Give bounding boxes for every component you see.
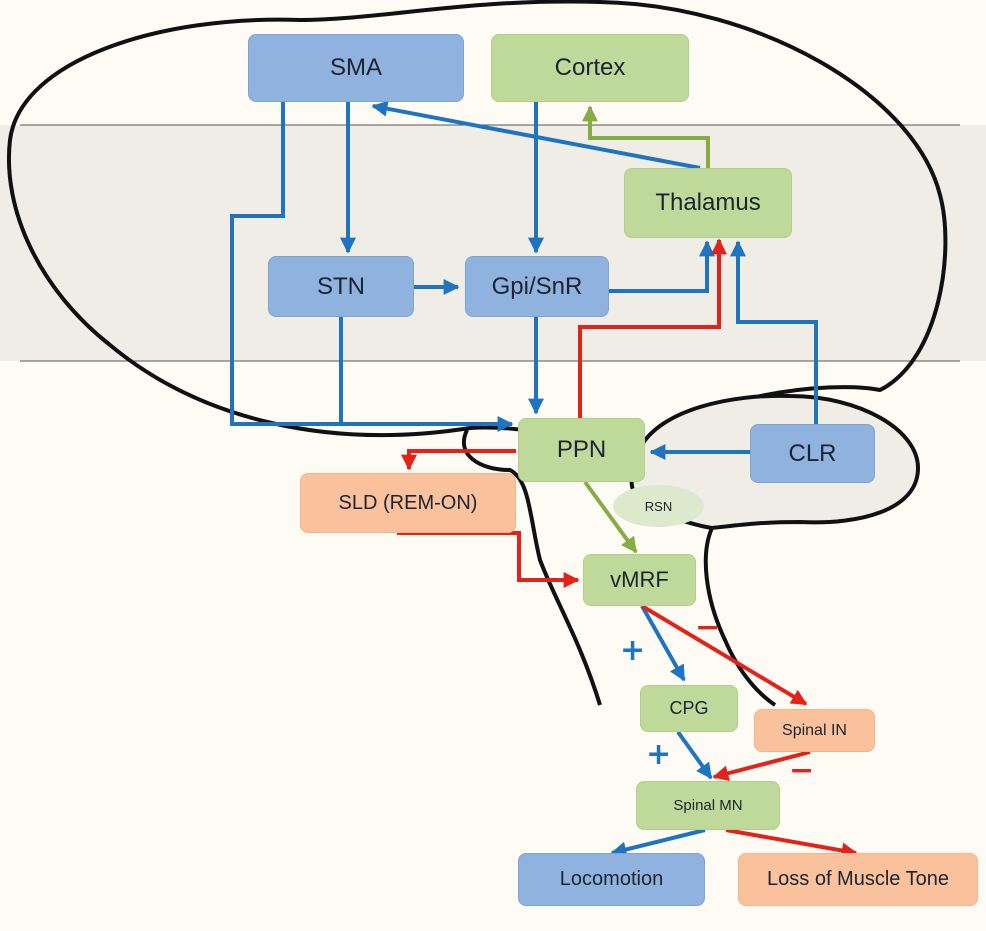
- edge-vmrf-spinal-in: [640, 604, 808, 706]
- plus-sign-cpg-spinal-mn: +: [646, 737, 672, 772]
- node-loss-of-muscle-tone: Loss of Muscle Tone: [738, 853, 978, 906]
- edge-vmrf-cpg: [640, 605, 686, 682]
- edge-ppn-sld: [401, 449, 516, 471]
- edge-thalamus-cortex: [582, 105, 710, 168]
- node-sld-rem-on: SLD (REM-ON): [300, 473, 516, 533]
- edge-sld-vmrf: [397, 531, 580, 588]
- minus-sign-spinal-in-spinal-mn: −: [789, 753, 815, 788]
- brainstem-right: [703, 527, 777, 707]
- node-vmrf: vMRF: [583, 554, 696, 606]
- node-spinal-mn: Spinal MN: [636, 781, 780, 830]
- edge-sma-ppn: [230, 102, 514, 432]
- edge-spinal-mn-muscle-tone: [725, 828, 858, 859]
- node-stn: STN: [268, 256, 414, 317]
- edge-spinal-mn-locomotion: [610, 828, 706, 858]
- subcortical-band: [0, 125, 986, 361]
- node-sma: SMA: [248, 34, 464, 102]
- brainstem-left: [461, 429, 602, 706]
- edge-spinal-in-spinal-mn: [712, 750, 811, 782]
- node-rsn: RSN: [613, 485, 704, 527]
- node-cortex: Cortex: [491, 34, 689, 102]
- node-spinal-in: Spinal IN: [754, 709, 875, 752]
- edge-gpi-thalamus: [609, 240, 715, 293]
- node-clr: CLR: [750, 424, 875, 483]
- node-gpi-snr: Gpi/SnR: [465, 256, 609, 317]
- node-cpg: CPG: [640, 685, 738, 732]
- edge-cpg-spinal-mn: [676, 730, 713, 780]
- node-locomotion: Locomotion: [518, 853, 705, 906]
- node-ppn: PPN: [518, 418, 645, 482]
- edge-clr-thalamus: [730, 240, 818, 424]
- minus-sign-vmrf-spinal-in: −: [695, 610, 721, 645]
- edge-ppn-vmrf: [583, 480, 638, 554]
- edge-ppn-thalamus: [578, 238, 727, 418]
- plus-sign-vmrf-cpg: +: [620, 633, 646, 668]
- edges: [230, 100, 858, 859]
- node-thalamus: Thalamus: [624, 168, 792, 238]
